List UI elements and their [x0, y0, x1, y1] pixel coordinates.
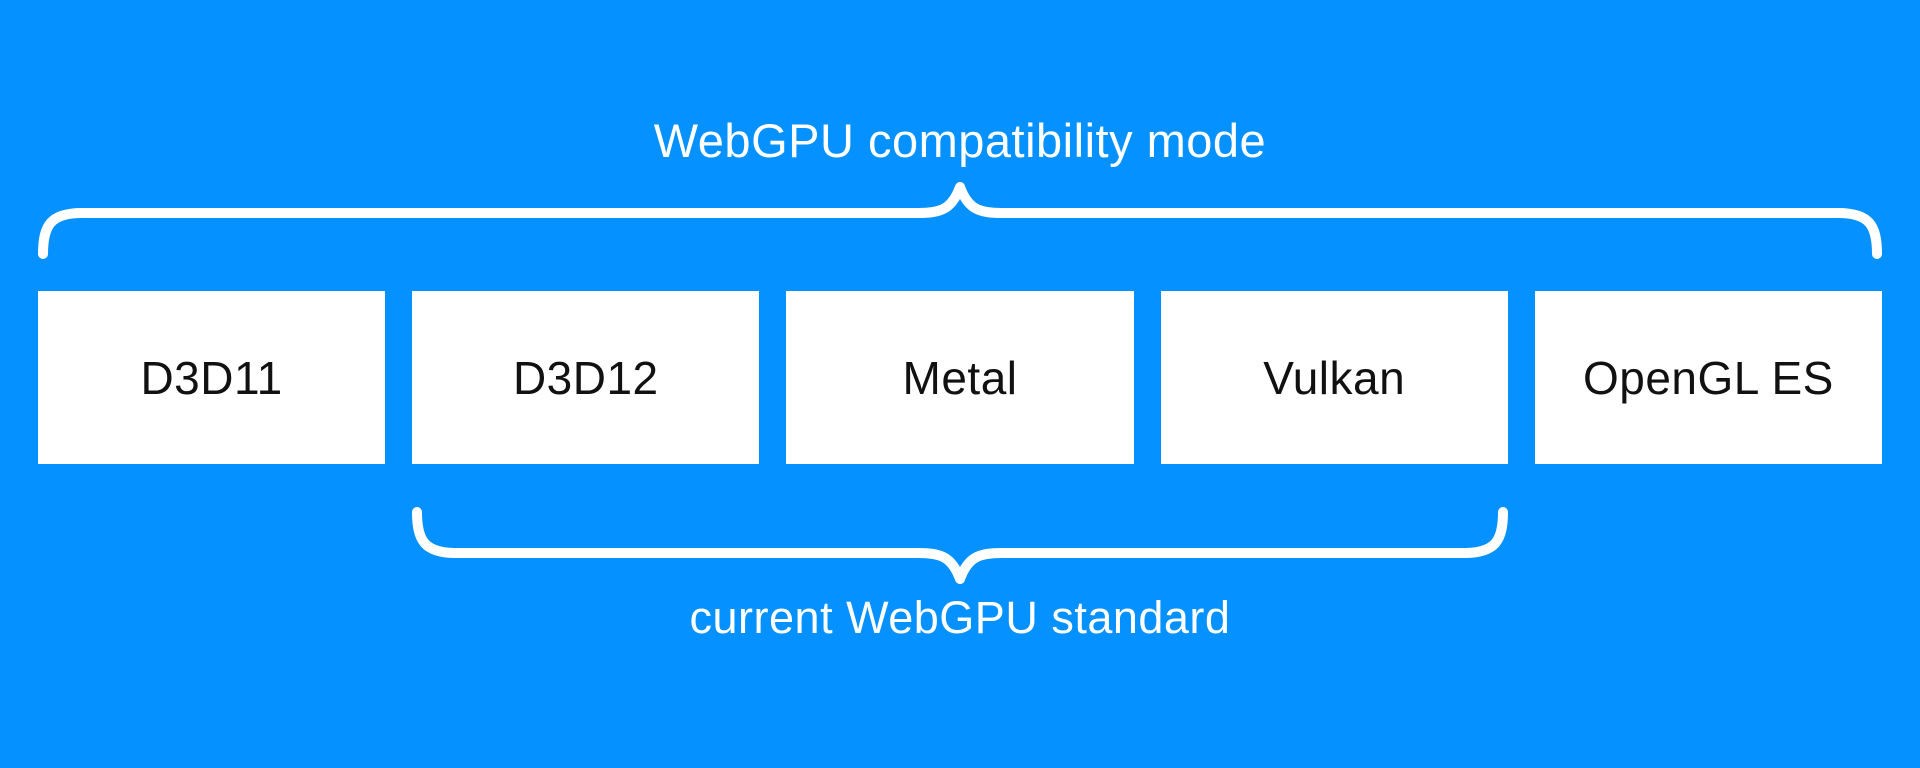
api-box-label: Metal — [902, 351, 1018, 404]
bottom-brace-label: current WebGPU standard — [689, 592, 1231, 643]
bottom-brace — [412, 507, 1508, 584]
top-brace-label: WebGPU compatibility mode — [653, 114, 1267, 167]
top-brace — [38, 182, 1882, 259]
api-box-d3d11: D3D11 — [38, 291, 386, 464]
api-box-label: Vulkan — [1263, 351, 1406, 404]
api-box-vulkan: Vulkan — [1160, 291, 1508, 464]
api-box-label: D3D12 — [512, 351, 659, 404]
api-box-d3d12: D3D12 — [412, 291, 760, 464]
api-boxes-row: D3D11 D3D12 Metal Vulkan OpenGL ES — [38, 291, 1883, 464]
api-box-label: OpenGL ES — [1582, 351, 1834, 404]
api-box-metal: Metal — [786, 291, 1134, 464]
api-box-label: D3D11 — [140, 351, 283, 404]
api-box-opengl-es: OpenGL ES — [1534, 291, 1883, 464]
